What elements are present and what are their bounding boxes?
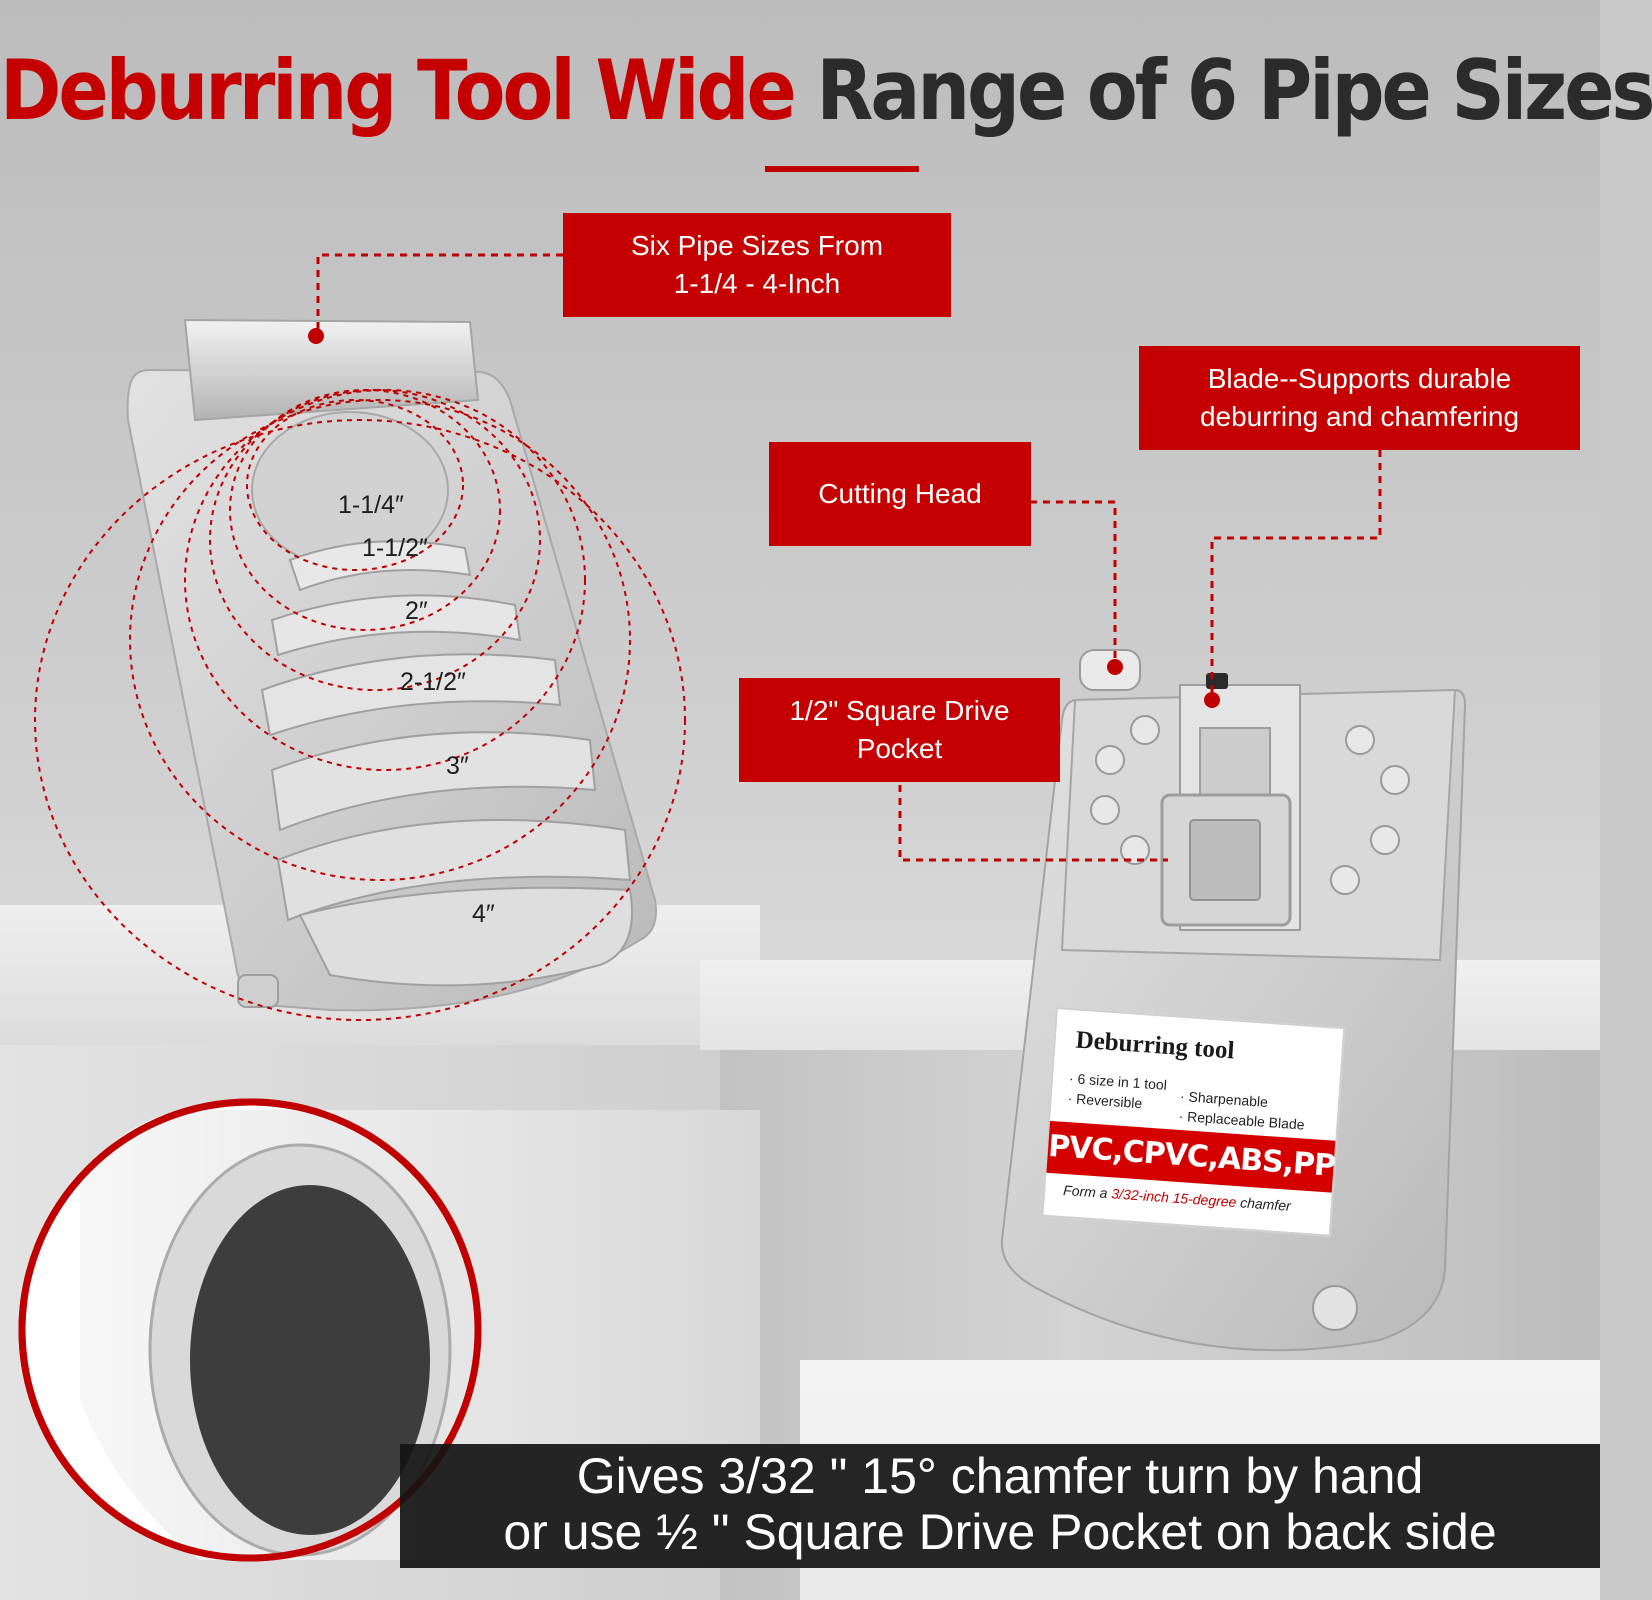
square-drive-hole — [1189, 819, 1261, 901]
blade-tip — [1206, 673, 1228, 689]
bottom-banner-line1: Gives 3/32 " 15° chamfer turn by hand — [576, 1448, 1424, 1504]
left-tool-pin — [237, 974, 279, 1008]
sticker-feature-reversible: · Reversible — [1067, 1090, 1143, 1112]
headline: Deburring Tool Wide Range of 6 Pipe Size… — [0, 42, 1652, 140]
sticker-feature-size: · 6 size in 1 tool — [1068, 1070, 1168, 1093]
headline-dark-part: Range of 6 Pipe Sizes — [816, 42, 1652, 140]
headline-underline — [765, 166, 919, 172]
callout-pipe-sizes-text: Six Pipe Sizes From 1-1/4 - 4-Inch — [630, 230, 884, 299]
cutting-head-leader-dot — [1107, 659, 1123, 675]
product-label-sticker: Deburring tool · 6 size in 1 tool · Reve… — [1041, 1007, 1346, 1237]
right-tool-pin — [1312, 1285, 1358, 1331]
callout-pipe-sizes: Six Pipe Sizes From 1-1/4 - 4-Inch — [563, 213, 951, 317]
step-3 — [260, 653, 562, 737]
cutting-head-leader — [1030, 500, 1117, 662]
callout-cutting-head-text: Cutting Head — [818, 478, 982, 509]
sticker-form-suffix: chamfer — [1235, 1194, 1292, 1214]
callout-square-drive: 1/2" Square Drive Pocket — [739, 678, 1060, 782]
pipe-sizes-leader-dot — [308, 328, 324, 344]
sticker-form-prefix: Form a — [1062, 1181, 1112, 1202]
headline-red-part: Deburring Tool Wide — [0, 42, 797, 140]
bottom-banner-text: Gives 3/32 " 15° chamfer turn by hand or… — [400, 1448, 1600, 1560]
size-label-2-1-2: 2-1/2″ — [400, 668, 466, 696]
size-label-1-1-2: 1-1/2″ — [362, 534, 428, 562]
size-rings — [34, 389, 686, 1021]
size-label-2: 2″ — [405, 597, 428, 625]
step-5 — [276, 819, 632, 922]
pipe-closeup — [18, 1098, 760, 1562]
sticker-feature-sharpenable: · Sharpenable — [1179, 1087, 1269, 1110]
blade-leader-dot — [1204, 692, 1220, 708]
pipe-sizes-leader — [316, 253, 563, 335]
size-label-1-1-4: 1-1/4″ — [338, 491, 404, 519]
callout-cutting-head: Cutting Head — [769, 442, 1031, 546]
bottom-banner — [400, 1444, 1600, 1568]
square-drive-leader — [898, 785, 1168, 862]
screws — [1090, 715, 1410, 895]
step-2 — [270, 594, 522, 657]
sticker-form-highlight: 3/32-inch 15-degree — [1110, 1185, 1237, 1211]
callout-blade: Blade--Supports durable deburring and ch… — [1139, 346, 1580, 450]
pipe-bore — [190, 1185, 430, 1535]
left-deburring-tool — [34, 253, 686, 1021]
sticker-feature-replaceable: · Replaceable Blade — [1178, 1107, 1306, 1133]
tool-illustration — [18, 253, 1467, 1562]
sticker-title: Deburring tool — [1074, 1026, 1236, 1065]
step-1 — [288, 540, 472, 592]
blade-leader — [1210, 450, 1382, 695]
callout-blade-text: Blade--Supports durable deburring and ch… — [1199, 363, 1520, 432]
step-6 — [298, 886, 633, 987]
size-label-3: 3″ — [446, 752, 469, 780]
bottom-banner-line2: or use ½ " Square Drive Pocket on back s… — [503, 1504, 1497, 1560]
callout-square-drive-text: 1/2" Square Drive Pocket — [789, 695, 1010, 764]
size-label-4: 4″ — [472, 900, 495, 928]
